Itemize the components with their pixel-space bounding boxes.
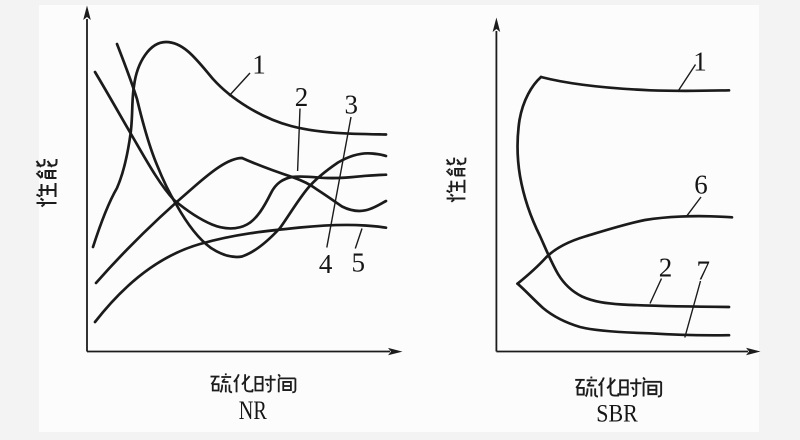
svg-text:1: 1: [693, 47, 707, 77]
svg-text:NR: NR: [239, 396, 268, 425]
svg-text:2: 2: [659, 253, 673, 283]
svg-text:7: 7: [697, 255, 711, 285]
svg-text:6: 6: [694, 170, 708, 200]
svg-text:5: 5: [351, 248, 365, 278]
svg-text:SBR: SBR: [596, 401, 638, 428]
svg-text:2: 2: [295, 82, 309, 112]
svg-text:3: 3: [345, 90, 359, 120]
svg-text:1: 1: [252, 50, 266, 80]
svg-text:4: 4: [319, 249, 333, 279]
